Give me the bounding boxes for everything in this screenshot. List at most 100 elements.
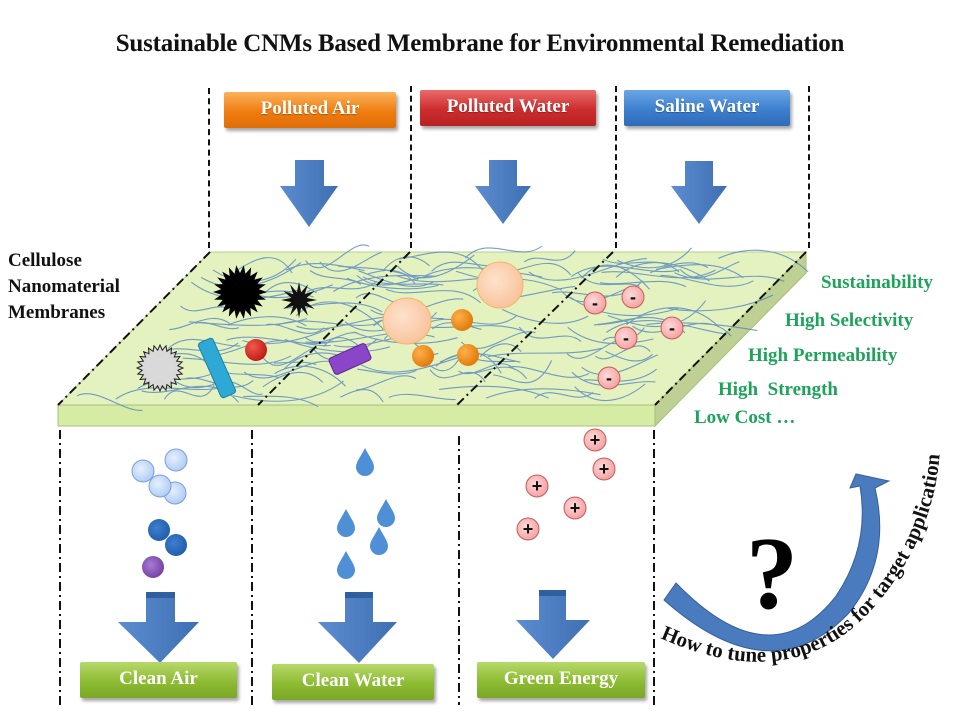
water-drop-icon [356,448,374,476]
membrane-label-line: Cellulose [8,250,82,271]
arrow-down-icon [516,590,590,659]
large-peach-particle-icon [476,261,524,309]
fiber [340,389,384,403]
anion-icon-sign: - [623,328,629,348]
anion-icon [621,285,645,309]
cation-icon [525,474,549,498]
black-spiky-particle-icon [281,282,317,318]
fiber [571,265,680,277]
question-mark-icon: ? [746,516,798,631]
cation-particles: +++++ [516,428,616,541]
gray-particle-icon [135,343,185,393]
cation-icon [583,428,607,452]
input-polluted-air: Polluted Air [224,92,396,128]
red-particle-icon [245,339,267,361]
fiber [76,393,143,411]
anion-icon [660,316,684,340]
cation-icon [563,496,587,520]
fiber [304,332,358,343]
fiber [179,305,226,312]
curved-arrow-icon [663,473,891,652]
fiber [485,388,601,399]
fiber [182,355,292,365]
fiber [169,317,232,331]
fiber [429,369,486,383]
large-peach-particle-icon [382,297,432,345]
fiber [581,354,659,375]
anion-icon-sign: - [592,293,598,313]
membrane-label: Cellulose Nanomaterial Membranes [8,248,120,326]
anion-icon [597,366,621,390]
fiber [518,326,582,342]
property-high-selectivity: High Selectivity [785,310,914,331]
fiber [584,368,658,382]
fiber [356,274,432,286]
fiber [593,315,643,326]
anion-icon [583,291,607,315]
orange-particle-icon [412,309,479,367]
membrane-dividers [57,251,807,406]
fiber [285,263,365,272]
arrow-down-icon [280,160,338,227]
property-high-permeability: High Permeability [748,345,898,366]
fiber [338,265,419,280]
fiber [265,323,325,334]
fiber [362,276,444,286]
anion-particles: ----- [583,285,684,390]
fiber [718,249,809,273]
cation-icon-sign: + [523,519,534,539]
fiber [595,345,651,360]
divider-line [410,86,412,248]
anion-icon-sign: - [669,318,675,338]
fiber [319,251,382,272]
input-saline-water: Saline Water [624,90,790,126]
anion-icon [614,326,638,350]
black-particle-icon [213,265,267,319]
fiber [581,264,650,290]
cation-icon-sign: + [599,459,610,479]
output-clean-water: Clean Water [272,664,434,700]
water-drop-icons [337,448,395,579]
fiber [501,308,589,324]
water-drop-icon [337,551,355,579]
fiber [574,383,646,401]
fiber [488,347,602,358]
fiber [601,269,716,279]
fiber [570,296,680,317]
fiber [333,274,437,292]
anion-icon-sign: - [606,368,612,388]
fiber [385,288,482,304]
property-low-cost: Low Cost … [694,407,796,428]
fiber [674,272,785,282]
arrow-down-icon [475,160,531,224]
fiber [346,277,439,290]
fiber [567,326,654,345]
divider-line [615,86,617,248]
fiber [625,307,720,328]
fiber [237,257,293,274]
fiber [508,366,590,378]
fiber [464,245,543,259]
fiber [309,270,362,285]
divider-line [808,86,810,248]
cation-icon-sign: + [590,430,601,450]
fiber [528,258,647,281]
cation-icon [592,457,616,481]
purple-rod-icon [328,343,372,375]
fiber [243,395,319,408]
output-clean-air: Clean Air [80,662,237,698]
fiber [479,343,522,358]
cation-icon-sign: + [570,498,581,518]
fiber [660,274,754,287]
anion-icon-sign: - [630,287,636,307]
fiber [227,316,307,327]
fiber [602,258,680,273]
fiber [605,350,653,362]
fiber [679,261,740,279]
fiber [262,372,324,388]
water-drop-icon [370,527,388,555]
fiber [667,294,774,312]
property-sustainability: Sustainability [821,272,933,293]
fiber [232,380,344,402]
fiber [493,360,553,384]
